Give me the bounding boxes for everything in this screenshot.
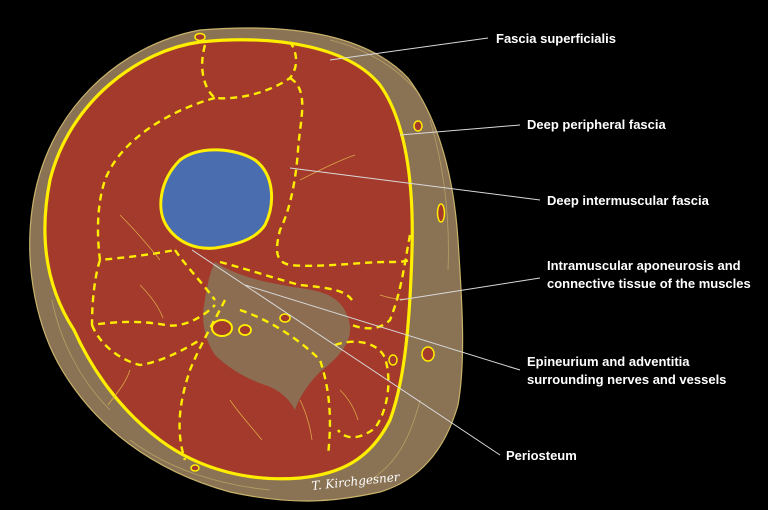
muscle-aponeurosis-line <box>299 399 313 441</box>
leader-line-intramuscular-aponeurosis <box>399 277 541 301</box>
leader-line-periosteum <box>191 249 501 456</box>
subcutaneous-vessel <box>190 464 200 472</box>
subcutaneous-septum-line <box>51 299 111 411</box>
intermuscular-fascia-line <box>219 260 353 301</box>
intermuscular-fascia-line <box>90 259 216 327</box>
label-periosteum: Periosteum <box>506 448 577 463</box>
label-intramuscular-aponeurosis-line2: connective tissue of the muscles <box>547 276 751 291</box>
muscle-aponeurosis-line <box>139 284 164 319</box>
femur-bone <box>159 148 274 250</box>
intermuscular-fascia-line <box>201 41 298 100</box>
label-fascia-superficialis: Fascia superficialis <box>496 31 616 46</box>
muscle-aponeurosis-line <box>339 389 359 421</box>
leader-line-epineurium <box>244 284 521 371</box>
nerve-vessel-bundle <box>238 324 252 336</box>
muscle-aponeurosis-line <box>107 369 131 406</box>
label-deep-intermuscular-fascia: Deep intermuscular fascia <box>547 193 710 208</box>
subcutaneous-vessel <box>388 354 398 366</box>
label-epineurium-line2: surrounding nerves and vessels <box>527 372 726 387</box>
intermuscular-fascia-line <box>174 249 216 301</box>
nerve-vessel-bundle <box>279 313 291 323</box>
intermuscular-fascia-line <box>178 299 227 461</box>
muscle-aponeurosis-line <box>119 214 161 261</box>
intermuscular-fascia-line <box>351 234 412 330</box>
muscle-aponeurosis-line <box>299 154 356 181</box>
subcutaneous-septum-line <box>429 119 449 271</box>
subcutaneous-septum-line <box>369 399 421 481</box>
leader-line-deep-peripheral-fascia <box>399 124 521 136</box>
nerve-vessel-bundle <box>211 319 233 337</box>
label-epineurium-line1: Epineurium and adventitia <box>527 354 690 369</box>
deep-peripheral-fascia-outline <box>43 38 414 481</box>
subcutaneous-vessel <box>436 203 446 223</box>
label-intramuscular-aponeurosis-line1: Intramuscular aponeurosis and <box>547 258 741 273</box>
leader-line-deep-intermuscular-fascia <box>289 167 541 201</box>
intermuscular-septum-region <box>203 262 351 410</box>
subcutaneous-vessel <box>194 32 206 42</box>
intermuscular-fascia-line <box>96 96 216 262</box>
subcutaneous-vessel <box>413 120 423 132</box>
intermuscular-fascia-line <box>90 324 201 367</box>
intermuscular-fascia-line <box>239 308 332 456</box>
subcutaneous-septum-line <box>129 439 271 491</box>
subcutaneous-septum-line <box>329 39 421 96</box>
label-deep-peripheral-fascia: Deep peripheral fascia <box>527 117 666 132</box>
muscle-aponeurosis-line <box>229 399 263 441</box>
intermuscular-fascia-line <box>275 76 411 268</box>
subcutaneous-vessel <box>421 346 435 362</box>
leader-line-fascia-superficialis <box>329 37 489 61</box>
